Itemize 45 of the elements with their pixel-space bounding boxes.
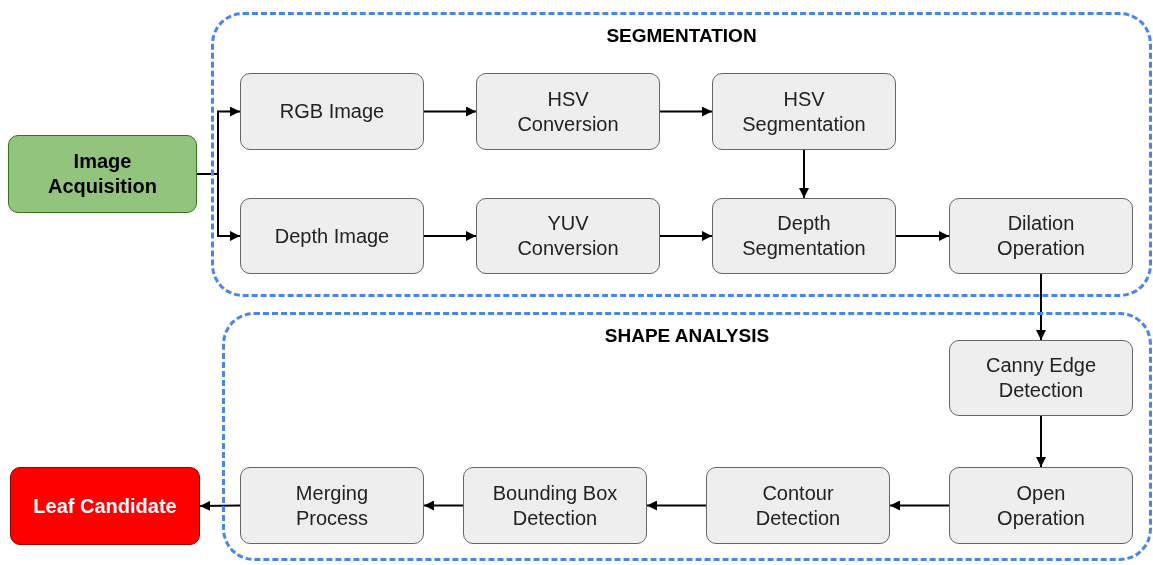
process-box: [463, 467, 647, 544]
dashed-group-border: [222, 312, 1152, 561]
arrow: [423, 500, 464, 511]
box-label: Bounding Box Detection: [491, 480, 619, 531]
arrow: [423, 106, 477, 117]
process-box: [712, 73, 896, 150]
box-label: Open Operation: [996, 480, 1086, 531]
arrow: [659, 106, 713, 117]
arrow: [1036, 415, 1046, 468]
box-label: YUV Conversion: [516, 211, 620, 261]
box-label: HSV Segmentation: [741, 86, 867, 137]
box-label: HSV Conversion: [516, 86, 620, 137]
arrow: [889, 500, 950, 511]
box-label: RGB Image: [279, 99, 385, 124]
box-label: Depth Image: [274, 223, 390, 249]
group-heading: SHAPE ANALYSIS: [604, 325, 770, 347]
arrow: [895, 231, 950, 241]
box-label: Contour Detection: [754, 480, 842, 531]
box-label: Leaf Candidate: [33, 494, 177, 518]
result-box: [10, 467, 200, 545]
start-box: [8, 135, 197, 213]
arrow: [1036, 273, 1046, 341]
group-heading: SEGMENTATION: [606, 25, 757, 47]
arrow: [199, 500, 241, 511]
box-label: Image Acquisition: [47, 149, 158, 199]
box-label: Depth Segmentation: [741, 211, 867, 261]
arrow: [196, 173, 241, 241]
box-label: Canny Edge Detection: [984, 353, 1098, 403]
process-box: [949, 340, 1133, 416]
dashed-group-border: [211, 12, 1152, 297]
process-box: [949, 467, 1133, 544]
process-box: [949, 198, 1133, 274]
process-box: [706, 467, 890, 544]
arrow: [646, 500, 707, 511]
process-box: [476, 198, 660, 274]
arrow: [423, 231, 477, 241]
arrow: [799, 149, 809, 199]
process-box: [240, 467, 424, 544]
arrow: [659, 231, 713, 241]
process-box: [712, 198, 896, 274]
process-box: [240, 198, 424, 274]
box-label: Dilation Operation: [996, 211, 1086, 261]
process-box: [240, 73, 424, 150]
box-label: Merging Process: [294, 480, 370, 531]
process-box: [476, 73, 660, 150]
